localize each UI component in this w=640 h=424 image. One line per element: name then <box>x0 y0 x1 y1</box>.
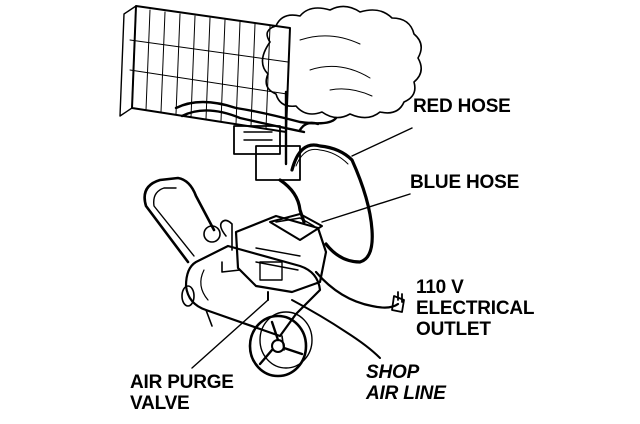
shop-air-line-label: SHOP AIR LINE <box>366 362 446 404</box>
compressor-handle <box>143 176 216 264</box>
shop-air-line <box>291 299 381 359</box>
electrical-outlet-label: 110 V ELECTRICAL OUTLET <box>416 277 535 340</box>
cooler-lines <box>174 90 338 181</box>
red-hose-pointer <box>351 127 413 157</box>
blue-hose-line <box>278 178 306 224</box>
blue-hose-pointer <box>321 193 411 223</box>
air-purge-valve-label: AIR PURGE VALVE <box>130 372 234 414</box>
red-hose-line-inner <box>295 148 349 167</box>
purge-valve-pointer <box>191 299 269 369</box>
red-hose-label: RED HOSE <box>413 96 511 117</box>
red-hose-line <box>290 143 374 264</box>
compressor-motor <box>203 213 328 301</box>
electrical-cord <box>314 270 400 309</box>
outlet-plug <box>391 291 405 313</box>
compressor-wheel <box>248 311 313 378</box>
blue-hose-label: BLUE HOSE <box>410 172 520 193</box>
